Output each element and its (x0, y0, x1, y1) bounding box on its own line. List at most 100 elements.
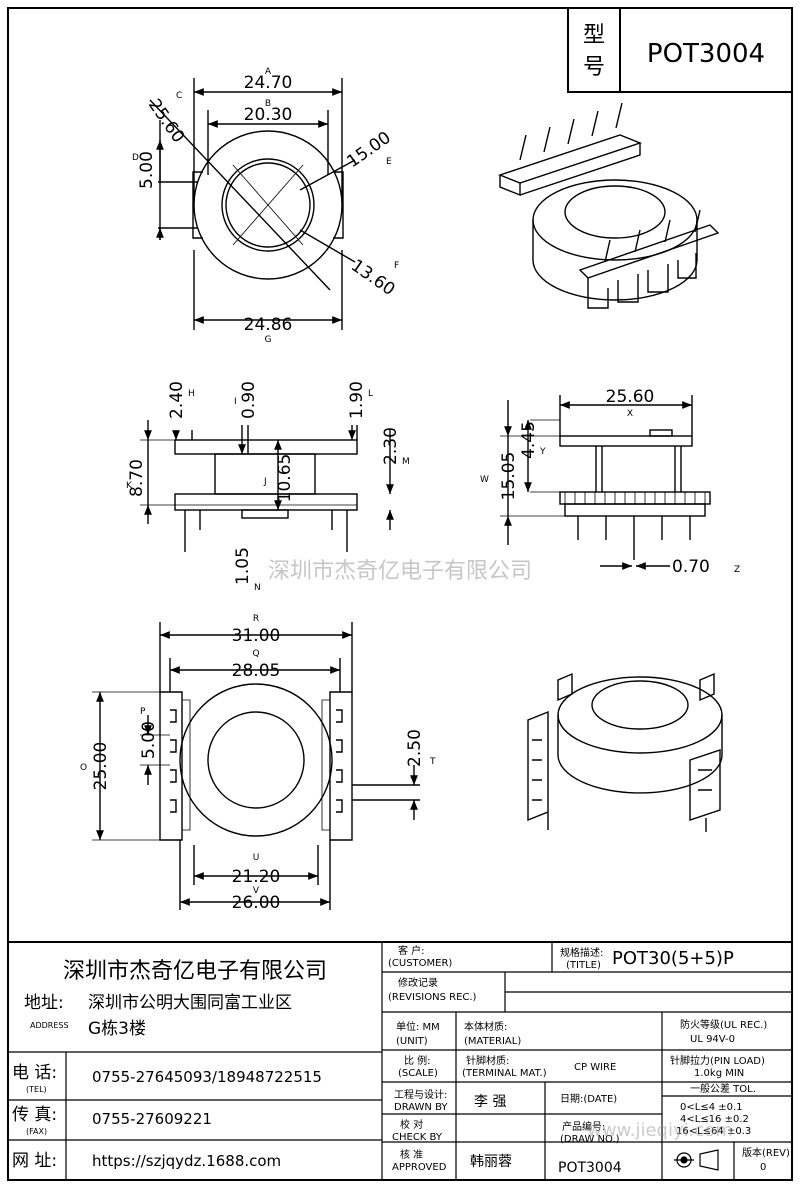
watermark: 深圳市杰奇亿电子有限公司 (268, 559, 532, 584)
dim-letter-u: U (253, 853, 260, 863)
dim-f: 13.60 (347, 256, 398, 300)
material-cn: 本体材质: (464, 1020, 507, 1033)
dim-letter-o: O (80, 763, 87, 773)
side-view (140, 420, 394, 552)
dim-h: 2.40 (167, 381, 187, 419)
model-value: POT3004 (647, 39, 765, 69)
tol-3: 16<L≤64 ±0.3 (676, 1126, 751, 1137)
fire-value: UL 94V-0 (690, 1034, 735, 1045)
tel-en: (TEL) (26, 1085, 47, 1094)
model-box: 型 号 POT3004 (567, 8, 792, 93)
right-view (500, 395, 711, 570)
tel-label: 电 话: (12, 1063, 57, 1083)
dim-g: 24.86 (244, 315, 293, 335)
dim-k: 8.70 (127, 459, 147, 497)
drawn-cn: 工程与设计: (394, 1088, 447, 1101)
customer-cn: 客 户: (398, 944, 425, 957)
address-en: ADDRESS (30, 1021, 69, 1030)
dim-letter-y: Y (539, 447, 546, 457)
bottom-view-dims: 31.00 R 28.05 Q 25.00 O 5.00 P 2.50 T 21… (80, 614, 436, 913)
bottom-view (92, 622, 420, 910)
address-line2: G栋3楼 (88, 1019, 146, 1039)
model-label-2: 号 (583, 55, 605, 80)
dim-u: 21.20 (232, 867, 281, 887)
dim-d: 5.00 (137, 151, 157, 189)
pinload-cn: 针脚拉力(PIN LOAD) (670, 1054, 765, 1067)
revisions-en: (REVISIONS REC.) (388, 992, 477, 1003)
dim-c: 25.60 (144, 95, 188, 146)
approve-value: 韩丽蓉 (470, 1154, 512, 1170)
dim-a: 24.70 (244, 73, 293, 93)
dim-letter-r: R (253, 614, 259, 624)
fax-label: 传 真: (12, 1105, 57, 1125)
web-label: 网 址: (12, 1151, 57, 1171)
iso-view-top (497, 102, 720, 309)
product-value: POT3004 (558, 1160, 622, 1176)
material-en: (MATERIAL) (464, 1036, 521, 1047)
top-view (149, 78, 356, 330)
sheet-border (7, 7, 793, 1181)
terminal-value: CP WIRE (574, 1062, 616, 1073)
web-value[interactable]: https://szjqydz.1688.com (92, 1152, 281, 1170)
dim-letter-h: H (188, 389, 195, 399)
title-en: (TITLE) (566, 960, 601, 971)
product-en: (DRAW NO.) (560, 1134, 620, 1145)
fire-cn: 防火等级(UL REC.) (680, 1018, 767, 1031)
iso-view-bottom (527, 672, 723, 832)
check-cn: 校 对 (400, 1118, 423, 1131)
projection-symbol-icon (674, 1149, 719, 1171)
company-info: 深圳市杰奇亿电子有限公司 地址: 深圳市公明大围同富工业区 ADDRESS G栋… (12, 959, 327, 1171)
tol-1: 0<L≤4 ±0.1 (680, 1102, 743, 1113)
dim-t: 2.50 (405, 729, 425, 767)
check-en: CHECK BY (392, 1132, 443, 1143)
scale-cn: 比 例: (404, 1054, 431, 1067)
unit-en: (UNIT) (396, 1036, 428, 1047)
tel-value: 0755-27645093/18948722515 (92, 1068, 322, 1086)
dim-letter-w: W (480, 475, 489, 485)
dim-i: 0.90 (239, 381, 259, 419)
customer-en: (CUSTOMER) (388, 958, 452, 969)
dim-x: 25.60 (606, 387, 655, 407)
drawn-value: 李 强 (474, 1094, 506, 1110)
title-block (8, 941, 792, 1180)
title-value: POT30(5+5)P (612, 948, 734, 969)
dim-letter-v: V (253, 886, 260, 896)
dim-n: 1.05 (233, 547, 253, 585)
dim-p: 5.00 (139, 721, 159, 759)
pinload-value: 1.0kg MIN (694, 1068, 744, 1079)
dim-l: 1.90 (347, 381, 367, 419)
right-view-dims: 25.60 X 4.45 Y 15.05 W 0.70 Z (480, 387, 740, 577)
title-block-fields: 客 户: (CUSTOMER) 规格描述: (TITLE) POT30(5+5)… (388, 944, 790, 1176)
rev-cn: 版本(REV) (742, 1146, 790, 1159)
dim-letter-m: M (402, 457, 410, 467)
dim-letter-l: L (368, 389, 373, 399)
address-line1: 深圳市公明大围同富工业区 (88, 993, 292, 1013)
dim-letter-a: A (265, 67, 272, 77)
dim-letter-t: T (429, 757, 436, 767)
dim-letter-p: P (140, 707, 146, 717)
company-name: 深圳市杰奇亿电子有限公司 (63, 959, 327, 984)
dim-letter-j: J (263, 477, 267, 487)
dim-m: 2.30 (381, 427, 401, 465)
address-label: 地址: (24, 993, 64, 1013)
revisions-cn: 修改记录 (398, 976, 438, 989)
dim-b: 20.30 (244, 105, 293, 125)
tol-title: 一般公差 TOL. (690, 1082, 756, 1095)
dim-q: 28.05 (232, 661, 281, 681)
rev-value: 0 (760, 1162, 766, 1173)
unit-cn: 单位: MM (396, 1020, 440, 1033)
dim-v: 26.00 (232, 893, 281, 913)
approve-cn: 核 准 (400, 1148, 423, 1161)
dim-letter-e: E (386, 157, 392, 167)
dim-o: 25.00 (91, 742, 111, 791)
drawn-en: DRAWN BY (394, 1102, 448, 1113)
dim-letter-q: Q (252, 649, 259, 659)
dim-letter-n: N (254, 583, 261, 593)
fax-value: 0755-27609221 (92, 1110, 212, 1128)
dim-letter-b: B (265, 99, 271, 109)
dim-letter-z: Z (734, 565, 740, 575)
dim-letter-x: X (627, 409, 633, 419)
dim-letter-f: F (394, 261, 399, 271)
dim-z: 0.70 (672, 557, 710, 577)
